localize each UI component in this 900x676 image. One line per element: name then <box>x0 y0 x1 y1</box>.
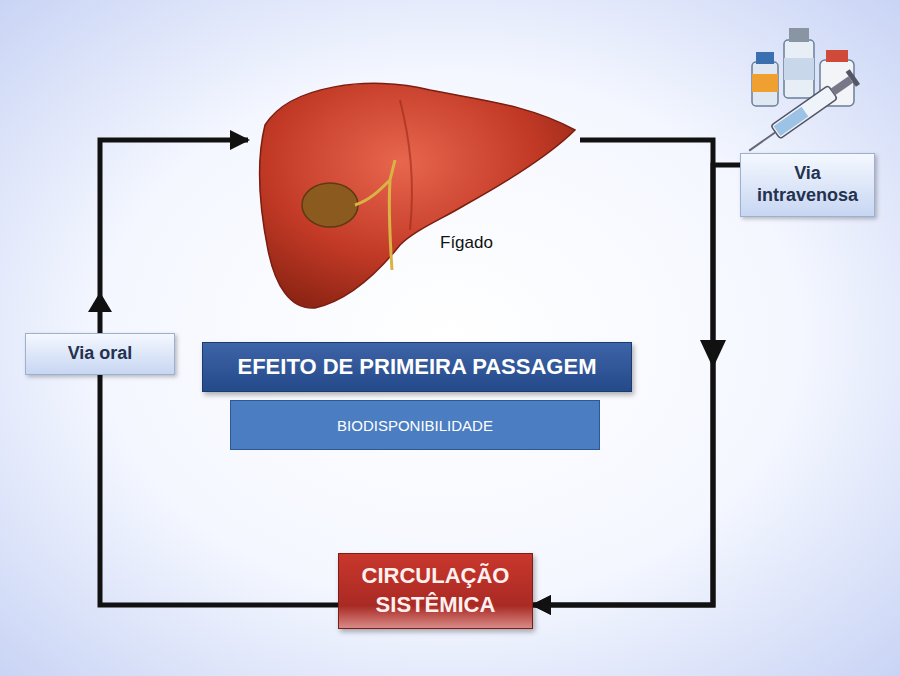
concept-band: EFEITO DE PRIMEIRA PASSAGEM <box>202 342 632 392</box>
circulation-box: CIRCULAÇÃO SISTÊMICA <box>338 553 533 629</box>
route-box: Via oral <box>25 333 175 375</box>
box-label: CIRCULAÇÃO SISTÊMICA <box>348 562 523 619</box>
flow-line <box>100 140 248 333</box>
box-label: Via oral <box>68 343 133 365</box>
concept-box: BIODISPONIBILIDADE <box>230 400 600 450</box>
organ-label: Fígado <box>440 233 493 253</box>
liver-organ: Fígado <box>250 70 580 310</box>
box-label: Via intravenosa <box>753 163 863 206</box>
box-label: EFEITO DE PRIMEIRA PASSAGEM <box>238 354 597 380</box>
syringe <box>744 69 860 158</box>
route-box: Via intravenosa <box>740 153 875 217</box>
liver-shape <box>250 70 580 310</box>
box-label: BIODISPONIBILIDADE <box>337 417 493 434</box>
vial <box>784 28 814 98</box>
vial <box>752 52 778 106</box>
